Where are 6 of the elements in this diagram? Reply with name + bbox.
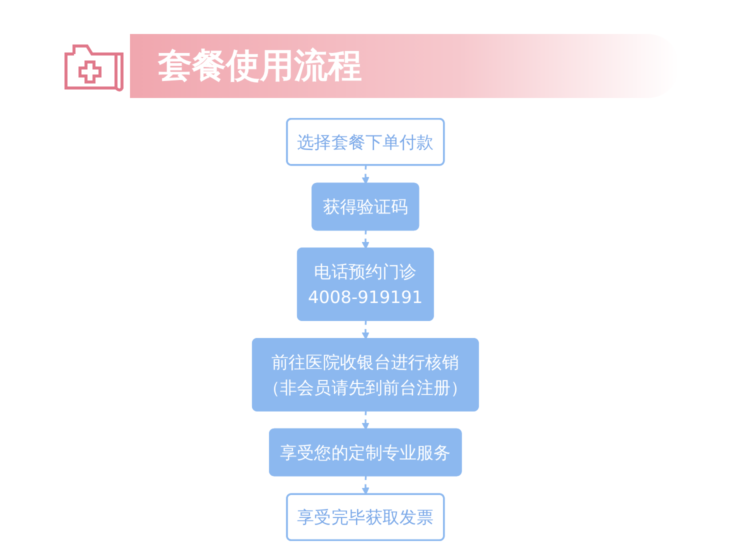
arrow bbox=[361, 410, 369, 430]
arrow bbox=[361, 165, 369, 184]
title: 套餐使用流程 bbox=[158, 46, 362, 86]
arrow bbox=[361, 230, 369, 250]
arrow bbox=[361, 320, 369, 340]
arrow bbox=[361, 476, 369, 495]
